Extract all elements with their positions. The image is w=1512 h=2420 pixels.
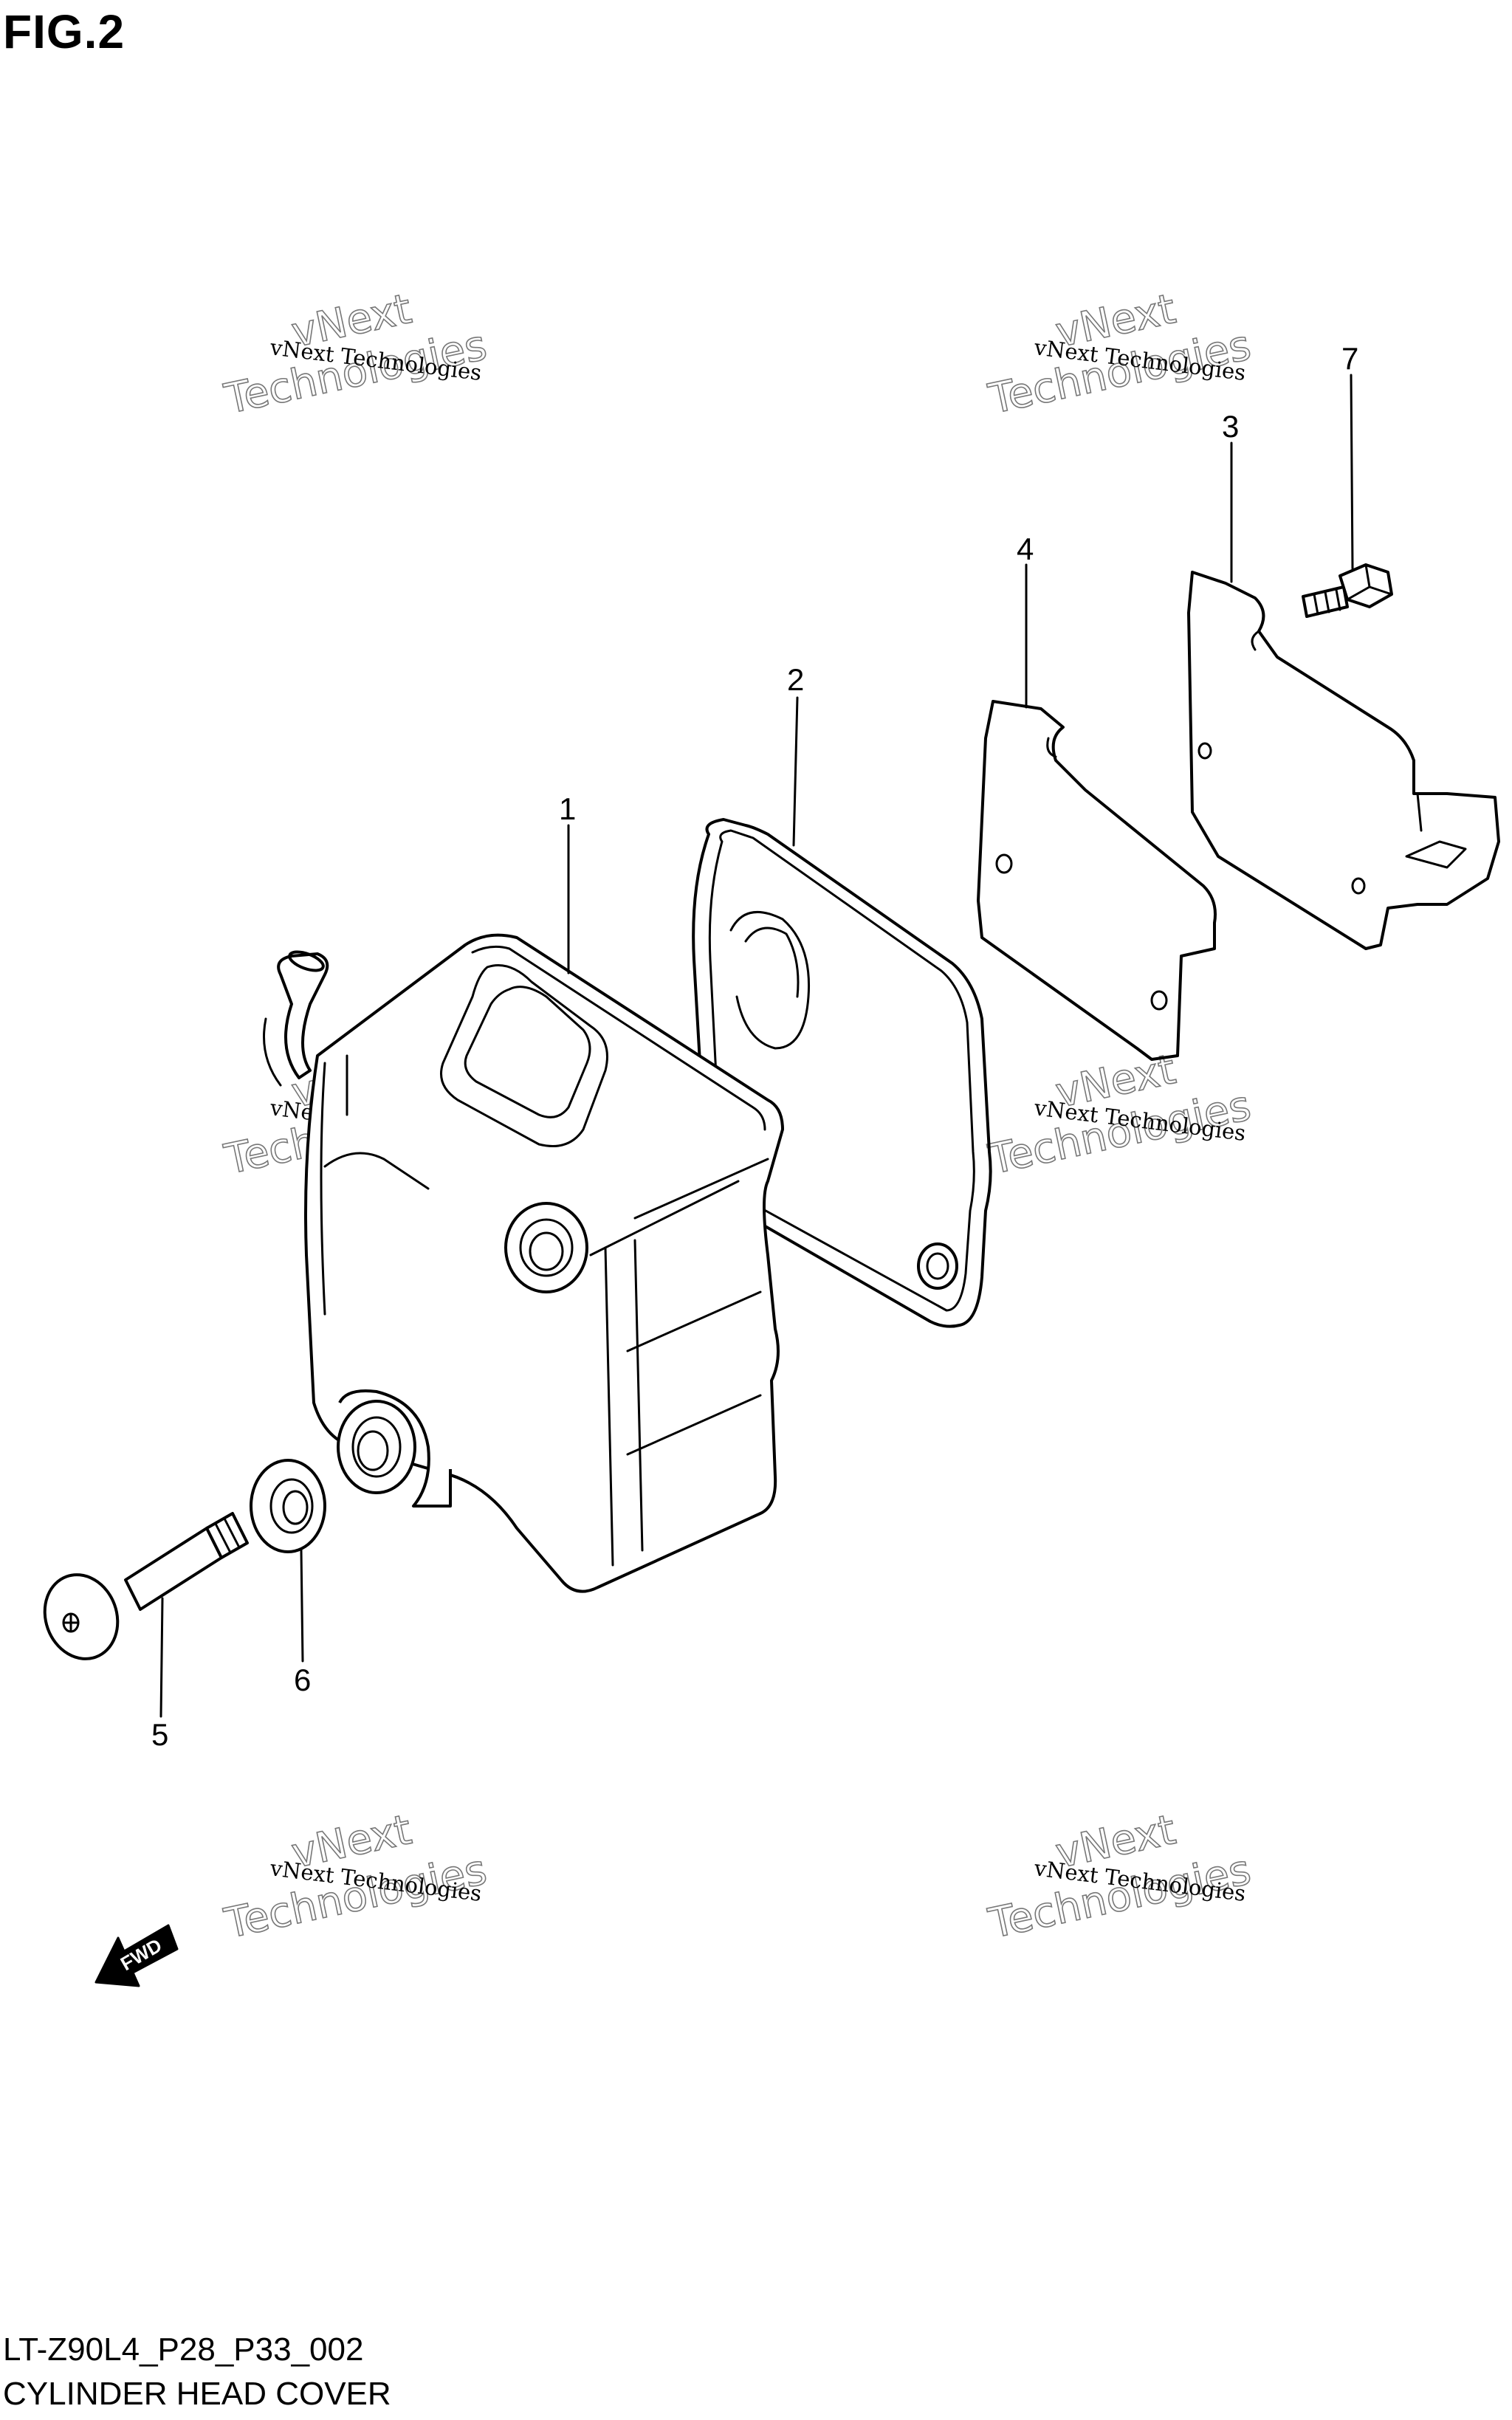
part-3-cover-plate [1187,571,1500,950]
watermark-top-right: Technologies vNext vNext Technologies [984,284,1256,424]
callout-4: 4 [1017,532,1034,566]
callout-2: 2 [787,662,804,697]
callout-6: 6 [294,1663,311,1697]
leader-lines [159,374,1354,1718]
part-5-bolt [43,1512,249,1660]
diagram-name: CYLINDER HEAD COVER [3,2376,391,2412]
part-7-bolt [1302,563,1393,618]
callout-5: 5 [151,1717,168,1752]
part-6-seal-washer [250,1459,326,1553]
watermark-bottom-left: Technologies vNext vNext Technologies [220,1805,492,1948]
part-1-cylinder-head-cover [263,933,784,1593]
callout-7: 7 [1341,341,1358,376]
watermark-top-left: Technologies vNext vNext Technologies [220,284,492,424]
fwd-direction-arrow: FWD [94,1924,179,1987]
watermark-middle-right: Technologies vNext vNext Technologies [984,1045,1256,1184]
part-4-plate-gasket [977,700,1217,1061]
callout-3: 3 [1222,409,1239,444]
watermark-bottom-right: Technologies vNext vNext Technologies [984,1805,1256,1948]
diagram-code: LT-Z90L4_P28_P33_002 [3,2331,364,2368]
callout-1: 1 [559,791,576,826]
figure-title: FIG.2 [3,5,126,58]
